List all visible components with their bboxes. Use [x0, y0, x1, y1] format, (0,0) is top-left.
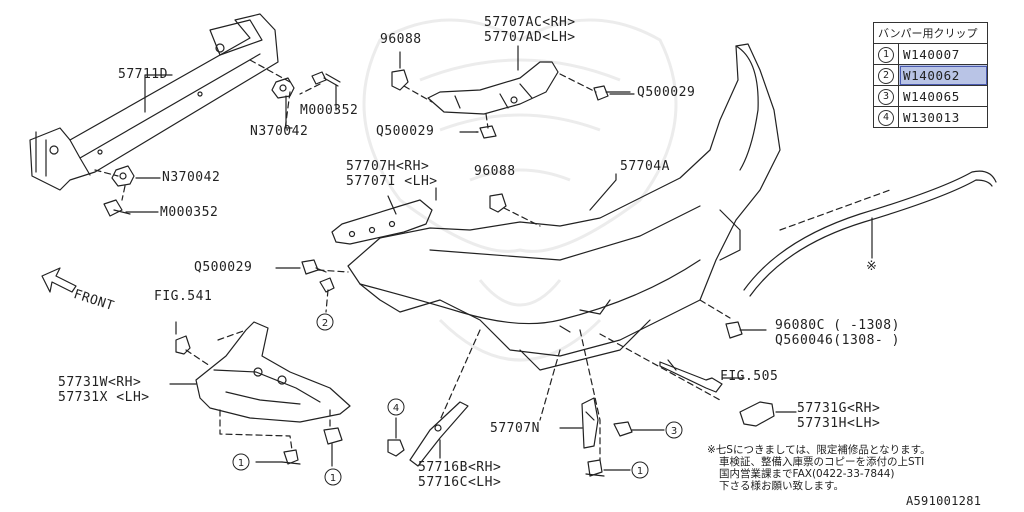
screw-q500029-c[interactable]: [301, 259, 327, 275]
clip-table-row[interactable]: 1 W140007: [873, 43, 988, 65]
footnote-line-4: 下さる様お願い致します。: [719, 480, 844, 492]
lower-bracket-57731w[interactable]: [195, 321, 351, 423]
callout-num-4: 4: [393, 403, 399, 414]
clip-code[interactable]: W130013: [898, 106, 988, 128]
label-kome-marker: ※: [866, 259, 878, 274]
clip-code-highlighted[interactable]: W140062: [898, 64, 988, 86]
clip-2-marker[interactable]: [319, 277, 335, 293]
label-57716c[interactable]: 57716C<LH>: [418, 475, 502, 490]
clip-num-badge: 3: [878, 89, 894, 105]
clip-96088-middle[interactable]: [489, 193, 507, 213]
clip-code[interactable]: W140007: [898, 43, 988, 65]
label-57731g[interactable]: 57731G<RH>: [797, 401, 881, 416]
bolt-m000352-lower[interactable]: [103, 199, 131, 217]
label-96080c[interactable]: 96080C ( -1308): [775, 318, 900, 333]
rear-bumper-face[interactable]: [347, 43, 781, 371]
watermark-emblem: [362, 18, 678, 362]
label-57731w[interactable]: 57731W<RH>: [58, 375, 142, 390]
clip-num-badge: 1: [878, 47, 894, 63]
label-57731x[interactable]: 57731X <LH>: [58, 390, 150, 405]
clip-code[interactable]: W140065: [898, 85, 988, 107]
label-n370042-upper[interactable]: N370042: [250, 124, 309, 139]
screw-q500029-b[interactable]: [475, 125, 497, 139]
label-96088-upper[interactable]: 96088: [380, 32, 422, 47]
label-fig541[interactable]: FIG.541: [154, 289, 213, 304]
clip-table-row[interactable]: 3 W140065: [873, 85, 988, 107]
bumper-clip-table: バンパー用クリップ 1 W140007 2 W140062 3 W140065 …: [873, 22, 988, 128]
lower-rod-bracket-57716b[interactable]: [409, 401, 469, 467]
callout-num-3: 3: [671, 426, 677, 437]
callout-circle-4[interactable]: [387, 398, 405, 416]
clip-4[interactable]: [387, 439, 405, 457]
callout-circle-1b[interactable]: [324, 468, 342, 486]
bolt-96080c[interactable]: [725, 321, 767, 339]
label-57704a[interactable]: 57704A: [620, 159, 670, 174]
label-57707ac[interactable]: 57707AC<RH>: [484, 15, 576, 30]
trim-strip[interactable]: [743, 170, 997, 297]
label-m000352-lower[interactable]: M000352: [160, 205, 219, 220]
side-bracket-57731g[interactable]: [739, 401, 775, 427]
figure-id: A591001281: [906, 494, 982, 508]
clip-table-row[interactable]: 4 W130013: [873, 106, 988, 128]
callout-num-1a: 1: [238, 458, 244, 469]
label-57707h[interactable]: 57707H<RH>: [346, 159, 430, 174]
callout-circle-2[interactable]: [316, 313, 334, 331]
callout-circle-1a[interactable]: [232, 453, 250, 471]
clip-table-row[interactable]: 2 W140062: [873, 64, 988, 86]
label-57731h[interactable]: 57731H<LH>: [797, 416, 881, 431]
stay-rod[interactable]: [659, 359, 723, 393]
footnote: ※七Sにつきましては、限定補修品となります。 車検証、整備入庫票のコピーを添付の…: [707, 444, 931, 492]
label-q500029-b[interactable]: Q500029: [376, 124, 435, 139]
bolt-clip-1-b[interactable]: [323, 427, 343, 445]
clip-3[interactable]: [613, 421, 633, 437]
screw-q500029-a[interactable]: [593, 85, 631, 101]
callout-num-1b: 1: [330, 473, 336, 484]
callout-circle-1c[interactable]: [631, 461, 649, 479]
label-m000352-upper[interactable]: M000352: [300, 103, 359, 118]
footnote-line-3: 国内営業課までFAX(0422-33-7844): [719, 468, 895, 480]
label-96088-middle[interactable]: 96088: [474, 164, 516, 179]
label-q500029-c[interactable]: Q500029: [194, 260, 253, 275]
label-q560046[interactable]: Q560046(1308- ): [775, 333, 900, 348]
bracket-57707n[interactable]: [581, 397, 599, 449]
rear-reinforcement-beam[interactable]: [29, 13, 279, 191]
footnote-line-2: 車検証、整備入庫票のコピーを添付の上STI: [719, 456, 925, 468]
bolt-m000352-upper[interactable]: [311, 71, 341, 87]
label-fig505[interactable]: FIG.505: [720, 369, 779, 384]
clip-table-header: バンパー用クリップ: [873, 22, 988, 44]
label-57707i[interactable]: 57707I <LH>: [346, 174, 438, 189]
label-q500029-a[interactable]: Q500029: [637, 85, 696, 100]
label-57707n[interactable]: 57707N: [490, 421, 540, 436]
callout-circle-3[interactable]: [665, 421, 683, 439]
footnote-line-1: ※七Sにつきましては、限定補修品となります。: [707, 444, 931, 456]
bolt-clip-1-a[interactable]: [281, 449, 301, 465]
front-arrow-icon: [41, 267, 77, 293]
callout-num-1c: 1: [637, 466, 643, 477]
nut-n370042-upper[interactable]: [271, 77, 295, 99]
bolt-clip-1-c[interactable]: [585, 459, 605, 477]
label-n370042-lower[interactable]: N370042: [162, 170, 221, 185]
label-57711d[interactable]: 57711D: [118, 67, 168, 82]
nut-n370042-lower[interactable]: [111, 165, 135, 187]
clip-num-badge: 4: [878, 110, 894, 126]
clip-num-badge: 2: [878, 68, 894, 84]
side-bracket-57707h[interactable]: [331, 195, 433, 245]
callout-num-2: 2: [322, 318, 328, 329]
label-57716b[interactable]: 57716B<RH>: [418, 460, 502, 475]
upper-bracket-57707ac[interactable]: [427, 61, 559, 115]
label-57707ad[interactable]: 57707AD<LH>: [484, 30, 576, 45]
